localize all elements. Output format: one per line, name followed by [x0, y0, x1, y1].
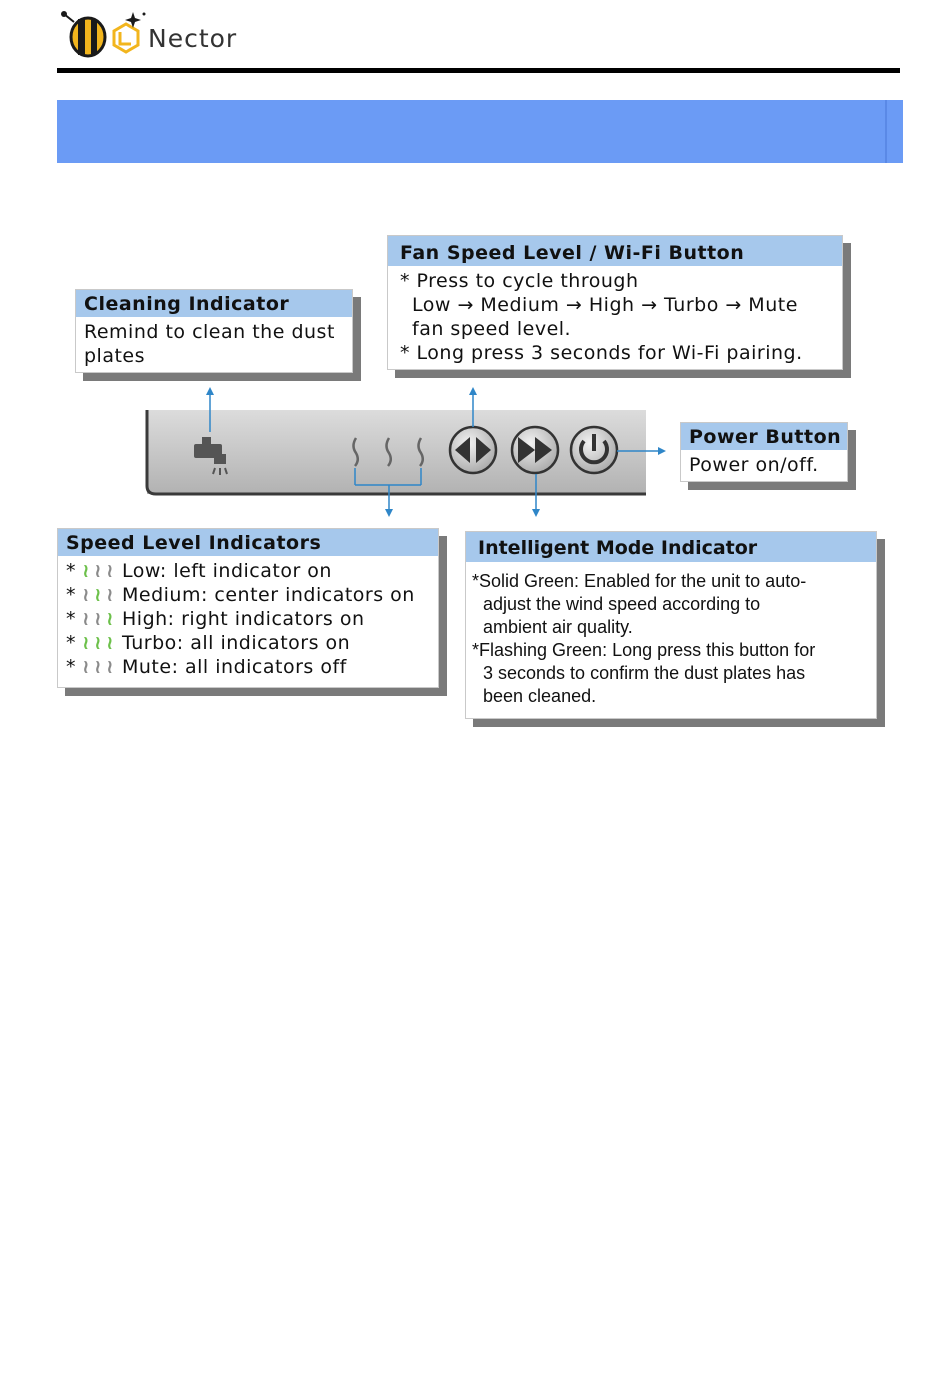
bullet-star: * [66, 632, 76, 654]
faucet-cleaning-icon [194, 437, 228, 475]
wave-indicator-icon: ≀ [82, 632, 90, 654]
speed-level-indicators-callout: Speed Level Indicators *≀≀≀Low: left ind… [57, 528, 439, 688]
intelligent-mode-callout: Intelligent Mode Indicator *Solid Green:… [465, 531, 877, 719]
bullet-star: * [66, 560, 76, 582]
speed-level-item: *≀≀≀High: right indicators on [66, 607, 430, 631]
cleaning-indicator-line: plates [84, 345, 146, 367]
wave-indicator-icon: ≀ [82, 608, 90, 630]
intelligent-mode-line: ambient air quality. [483, 617, 633, 637]
fan-speed-wifi-button-icon[interactable] [448, 425, 498, 475]
intelligent-mode-line: adjust the wind speed according to [483, 594, 761, 614]
intelligent-mode-title: Intelligent Mode Indicator [466, 532, 876, 562]
speed-level-list: *≀≀≀Low: left indicator on*≀≀≀Medium: ce… [58, 556, 438, 683]
speed-level-text: High: right indicators on [122, 608, 365, 630]
speed-level-item: *≀≀≀Mute: all indicators off [66, 655, 430, 679]
wave-indicator-icon: ≀ [94, 560, 102, 582]
wave-indicator-icon: ≀ [106, 560, 114, 582]
fan-speed-line: fan speed level. [412, 318, 572, 340]
wave-indicator-icon: ≀ [94, 656, 102, 678]
bullet-star: * [66, 608, 76, 630]
fan-speed-wifi-callout: Fan Speed Level / Wi-Fi Button * Press t… [387, 235, 843, 370]
wave-indicator-icon: ≀ [82, 560, 90, 582]
speed-level-text: Mute: all indicators off [122, 656, 347, 678]
brand-name: Nector [148, 24, 238, 53]
cleaning-indicator-line: Remind to clean the dust [84, 321, 335, 343]
speed-level-item: *≀≀≀Medium: center indicators on [66, 583, 430, 607]
connector-arrows [206, 387, 666, 517]
speed-indicator-center-icon [385, 437, 392, 467]
bullet-star: * [66, 656, 76, 678]
wave-indicator-icon: ≀ [82, 584, 90, 606]
fan-speed-line: * Press to cycle through [400, 270, 639, 292]
power-button-callout: Power Button Power on/off. [680, 422, 848, 482]
speed-level-text: Turbo: all indicators on [122, 632, 351, 654]
fan-speed-wifi-title: Fan Speed Level / Wi-Fi Button [388, 236, 842, 266]
speed-level-text: Medium: center indicators on [122, 584, 415, 606]
power-button-line: Power on/off. [689, 454, 819, 476]
speed-level-indicators-title: Speed Level Indicators [58, 529, 438, 556]
speed-indicator-left-icon [352, 437, 359, 467]
fan-speed-line: Low → Medium → High → Turbo → Mute [412, 294, 798, 316]
speed-level-item: *≀≀≀Turbo: all indicators on [66, 631, 430, 655]
wave-indicator-icon: ≀ [94, 632, 102, 654]
power-button-icon[interactable] [569, 425, 619, 475]
wave-indicator-icon: ≀ [82, 656, 90, 678]
intelligent-mode-button-icon[interactable] [510, 425, 560, 475]
bee-logo-icon [61, 11, 146, 58]
section-banner [57, 100, 903, 163]
wave-indicator-icon: ≀ [106, 608, 114, 630]
fan-speed-line: * Long press 3 seconds for Wi-Fi pairing… [400, 342, 803, 364]
speed-indicator-icons [352, 437, 424, 467]
header-divider [57, 68, 900, 73]
wave-indicator-icon: ≀ [106, 584, 114, 606]
bullet-star: * [66, 584, 76, 606]
intelligent-mode-line: 3 seconds to confirm the dust plates has [483, 663, 806, 683]
intelligent-mode-line: *Solid Green: Enabled for the unit to au… [472, 571, 807, 591]
wave-indicator-icon: ≀ [106, 632, 114, 654]
wave-indicator-icon: ≀ [106, 656, 114, 678]
intelligent-mode-line: *Flashing Green: Long press this button … [472, 640, 816, 660]
cleaning-indicator-callout: Cleaning Indicator Remind to clean the d… [75, 289, 353, 373]
speed-indicator-right-icon [417, 437, 424, 467]
speed-level-text: Low: left indicator on [122, 560, 332, 582]
cleaning-indicator-title: Cleaning Indicator [76, 290, 352, 317]
wave-indicator-icon: ≀ [94, 584, 102, 606]
intelligent-mode-line: been cleaned. [483, 686, 597, 706]
control-panel-diagram [145, 387, 666, 517]
control-panel [145, 410, 646, 496]
wave-indicator-icon: ≀ [94, 608, 102, 630]
speed-level-item: *≀≀≀Low: left indicator on [66, 559, 430, 583]
power-button-title: Power Button [681, 423, 847, 450]
